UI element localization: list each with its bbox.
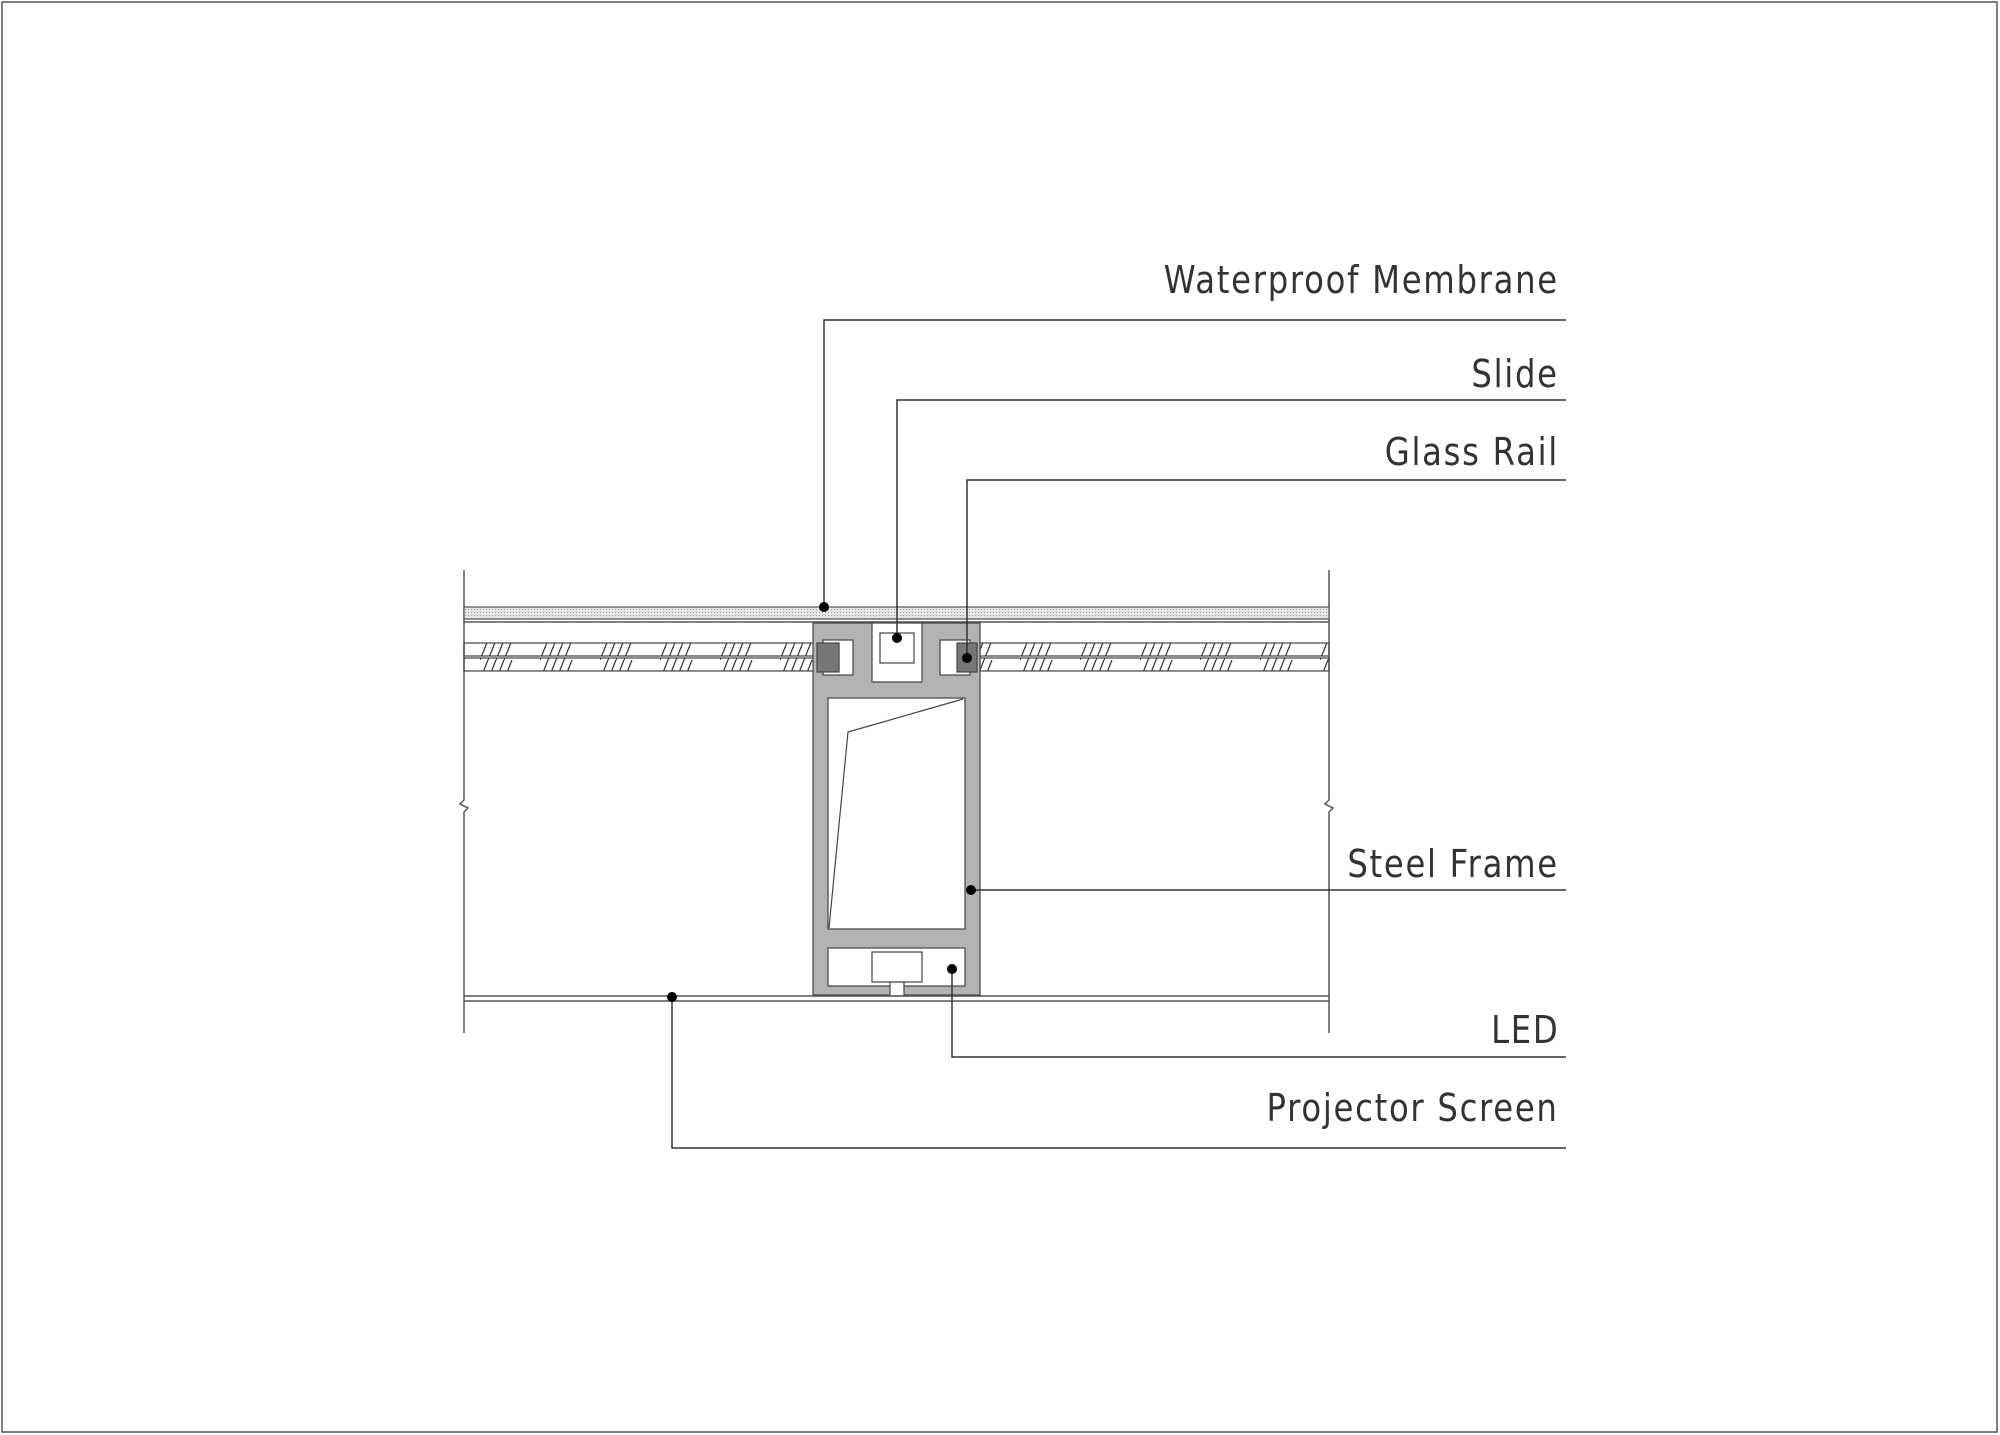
label-waterproof-membrane: Waterproof Membrane (1163, 258, 1559, 302)
dot-projector-screen (667, 992, 677, 1002)
dot-slide (892, 633, 902, 643)
dot-membrane (819, 602, 829, 612)
walls (458, 570, 1335, 1033)
label-steel-frame: Steel Frame (1347, 842, 1559, 886)
projector-screen-layer (464, 995, 1329, 1002)
dot-led (947, 964, 957, 974)
dot-glass-rail (962, 653, 972, 663)
label-led: LED (1490, 1008, 1559, 1052)
steel-frame (812, 622, 981, 997)
label-projector-screen: Projector Screen (1266, 1086, 1559, 1130)
label-slide: Slide (1471, 352, 1559, 396)
label-glass-rail: Glass Rail (1384, 430, 1559, 474)
leader-lines (671, 319, 1566, 1149)
dot-steel-frame (966, 885, 976, 895)
leader-dots (667, 602, 976, 1002)
